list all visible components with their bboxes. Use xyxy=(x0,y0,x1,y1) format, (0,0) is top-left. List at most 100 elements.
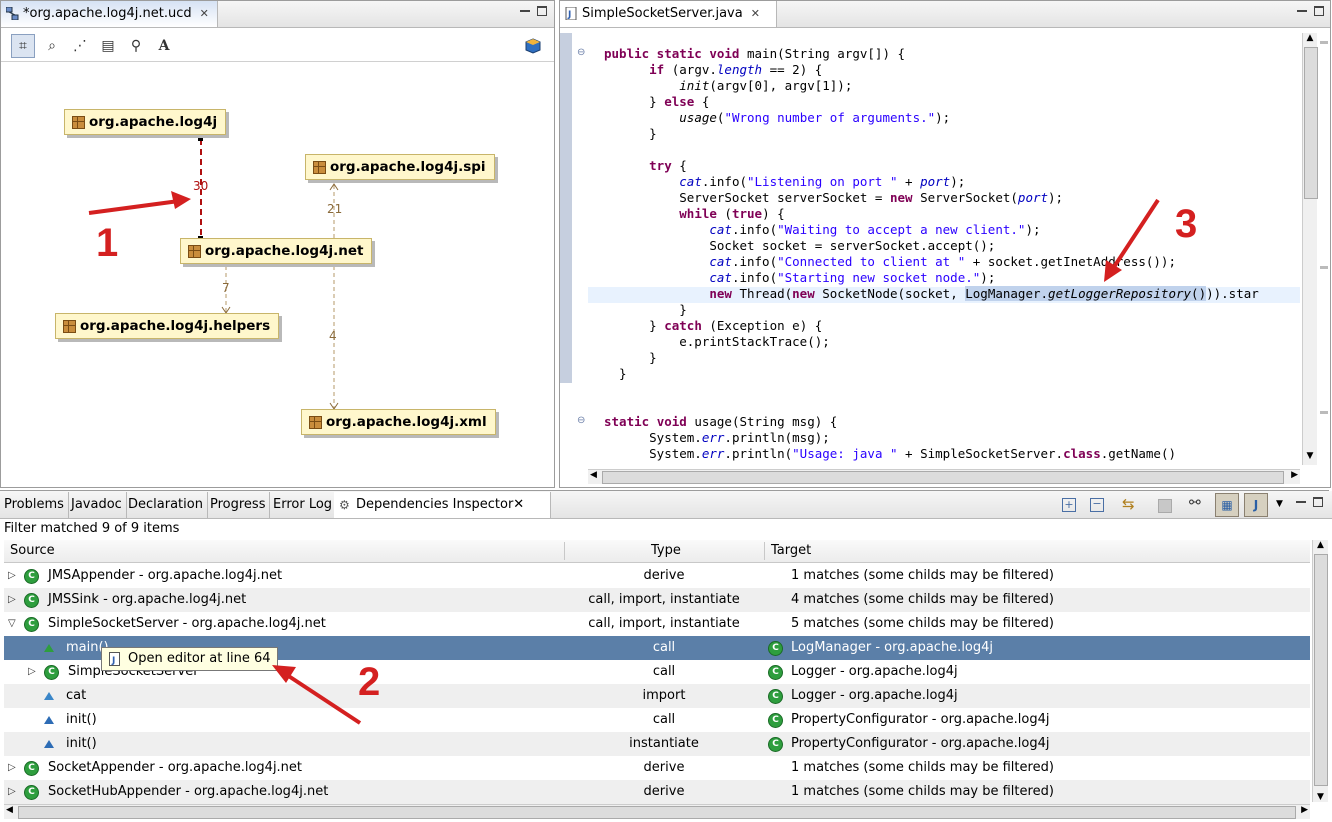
expand-icon[interactable]: ▷ xyxy=(8,786,16,797)
code-line[interactable]: } catch (Exception e) { xyxy=(604,318,822,334)
code-line[interactable]: init(argv[0], argv[1]); xyxy=(604,78,852,94)
table-horizontal-scrollbar[interactable]: ◀ ▶ xyxy=(4,804,1310,819)
text-icon[interactable]: A xyxy=(158,38,170,54)
link-with-editor-icon[interactable]: ⚯ xyxy=(1189,495,1201,511)
expand-all-icon[interactable]: + xyxy=(1062,498,1076,512)
code-line[interactable]: while (true) { xyxy=(604,206,784,222)
tab-javadoc[interactable]: Javadoc xyxy=(67,492,127,518)
expand-icon[interactable]: ▷ xyxy=(8,570,16,581)
code-line[interactable]: cat.info("Waiting to accept a new client… xyxy=(604,222,1040,238)
swap-direction-icon[interactable]: ⇆ xyxy=(1122,495,1135,513)
scroll-right-icon[interactable]: ▶ xyxy=(1291,470,1298,480)
package-node-net[interactable]: org.apache.log4j.net xyxy=(180,238,373,264)
collapse-icon[interactable]: ▽ xyxy=(8,618,16,629)
zoom-icon[interactable]: ⌕ xyxy=(48,38,56,54)
scroll-right-icon[interactable]: ▶ xyxy=(1301,805,1308,815)
code-line[interactable]: } xyxy=(604,350,657,366)
expand-icon[interactable]: ▷ xyxy=(8,594,16,605)
code-line[interactable]: cat.info("Connected to client at " + soc… xyxy=(604,254,1176,270)
select-icon[interactable]: ⌗ xyxy=(11,34,35,58)
connector-icon[interactable]: ⋰ xyxy=(73,38,87,54)
code-line[interactable]: new Thread(new SocketNode(socket, LogMan… xyxy=(604,286,1259,302)
package-node-xml[interactable]: org.apache.log4j.xml xyxy=(301,409,496,435)
code-line[interactable]: try { xyxy=(604,158,687,174)
source-cell: JMSAppender - org.apache.log4j.net xyxy=(48,568,283,583)
maximize-icon[interactable] xyxy=(1314,6,1324,16)
code-line[interactable]: usage("Wrong number of arguments."); xyxy=(604,110,950,126)
column-header-source[interactable]: Source xyxy=(10,543,55,558)
minimize-icon[interactable] xyxy=(1297,6,1307,12)
horizontal-scrollbar[interactable]: ◀ ▶ xyxy=(588,469,1300,484)
scroll-thumb[interactable] xyxy=(1314,554,1328,786)
maximize-icon[interactable] xyxy=(1313,497,1323,507)
code-line[interactable]: static void usage(String msg) { xyxy=(604,414,837,430)
show-java-icon[interactable]: J xyxy=(1244,493,1268,517)
code-line[interactable]: } xyxy=(604,366,627,382)
scroll-thumb[interactable] xyxy=(1304,47,1318,199)
tab-progress[interactable]: Progress xyxy=(206,492,271,518)
tab-error-log[interactable]: Error Log xyxy=(269,492,338,518)
tab-problems[interactable]: Problems xyxy=(0,492,69,518)
code-area[interactable]: public static void main(String argv[]) {… xyxy=(590,32,1266,464)
code-line[interactable]: cat.info("Starting new socket node."); xyxy=(604,270,995,286)
column-header-type[interactable]: Type xyxy=(651,543,681,558)
tab-ucd[interactable]: *org.apache.log4j.net.ucd✕ xyxy=(1,1,218,27)
note-icon[interactable]: ▤ xyxy=(101,38,115,54)
scroll-down-icon[interactable]: ▼ xyxy=(1317,792,1324,802)
show-packages-icon[interactable]: ▦ xyxy=(1215,493,1239,517)
stop-icon[interactable] xyxy=(1158,499,1172,513)
code-line[interactable]: ServerSocket serverSocket = new ServerSo… xyxy=(604,190,1063,206)
expand-icon[interactable]: ▷ xyxy=(8,762,16,773)
scroll-thumb[interactable] xyxy=(602,471,1284,484)
code-line[interactable]: e.printStackTrace(); xyxy=(604,334,830,350)
close-icon[interactable]: ✕ xyxy=(513,497,525,512)
code-line[interactable]: System.err.println(msg); xyxy=(604,430,830,446)
tab-java-file[interactable]: J SimpleSocketServer.java✕ xyxy=(560,1,777,27)
view-menu-icon[interactable]: ▼ xyxy=(1276,499,1283,509)
close-icon[interactable]: ✕ xyxy=(750,7,760,20)
scroll-up-icon[interactable]: ▲ xyxy=(1306,33,1314,43)
vertical-scrollbar[interactable]: ▲ ▼ xyxy=(1302,33,1318,465)
package-node-spi[interactable]: org.apache.log4j.spi xyxy=(305,154,495,180)
code-line[interactable]: System.err.println("Usage: java " + Simp… xyxy=(604,446,1176,462)
code-line[interactable]: } else { xyxy=(604,94,709,110)
scroll-left-icon[interactable]: ◀ xyxy=(6,805,13,815)
close-icon[interactable]: ✕ xyxy=(199,7,209,20)
scroll-down-icon[interactable]: ▼ xyxy=(1306,451,1314,461)
source-cell: cat xyxy=(66,688,87,703)
open-editor-tooltip[interactable]: J Open editor at line 64 xyxy=(101,647,278,671)
maximize-icon[interactable] xyxy=(537,6,547,16)
expand-icon[interactable]: ▷ xyxy=(28,666,36,677)
link-icon[interactable]: ⚲ xyxy=(130,38,142,54)
package-node-log4j[interactable]: org.apache.log4j xyxy=(64,109,227,135)
tab-dependencies-inspector[interactable]: ⚙ Dependencies Inspector✕ xyxy=(334,492,551,518)
code-line[interactable]: Socket socket = serverSocket.accept(); xyxy=(604,238,995,254)
scroll-up-icon[interactable]: ▲ xyxy=(1317,540,1324,550)
column-header-target[interactable]: Target xyxy=(771,543,812,558)
minimize-icon[interactable] xyxy=(1296,497,1306,503)
collapse-all-icon[interactable]: − xyxy=(1090,498,1104,512)
code-line[interactable]: } xyxy=(604,302,687,318)
code-line[interactable]: if (argv.length == 2) { xyxy=(604,62,822,78)
package-3d-icon[interactable] xyxy=(521,34,545,58)
table-vertical-scrollbar[interactable]: ▲ ▼ xyxy=(1312,540,1328,802)
scroll-thumb[interactable] xyxy=(18,806,1296,819)
minimize-icon[interactable] xyxy=(520,6,530,12)
package-node-helpers[interactable]: org.apache.log4j.helpers xyxy=(55,313,280,339)
tab-declaration[interactable]: Declaration xyxy=(124,492,208,518)
code-line[interactable]: } xyxy=(604,126,657,142)
code-line[interactable]: public static void main(String argv[]) { xyxy=(604,46,905,62)
code-line[interactable]: cat.info("Listening on port " + port); xyxy=(604,174,965,190)
fold-icon[interactable]: ⊖ xyxy=(577,47,586,58)
fold-icon[interactable]: ⊖ xyxy=(577,415,586,426)
scroll-left-icon[interactable]: ◀ xyxy=(590,470,597,480)
